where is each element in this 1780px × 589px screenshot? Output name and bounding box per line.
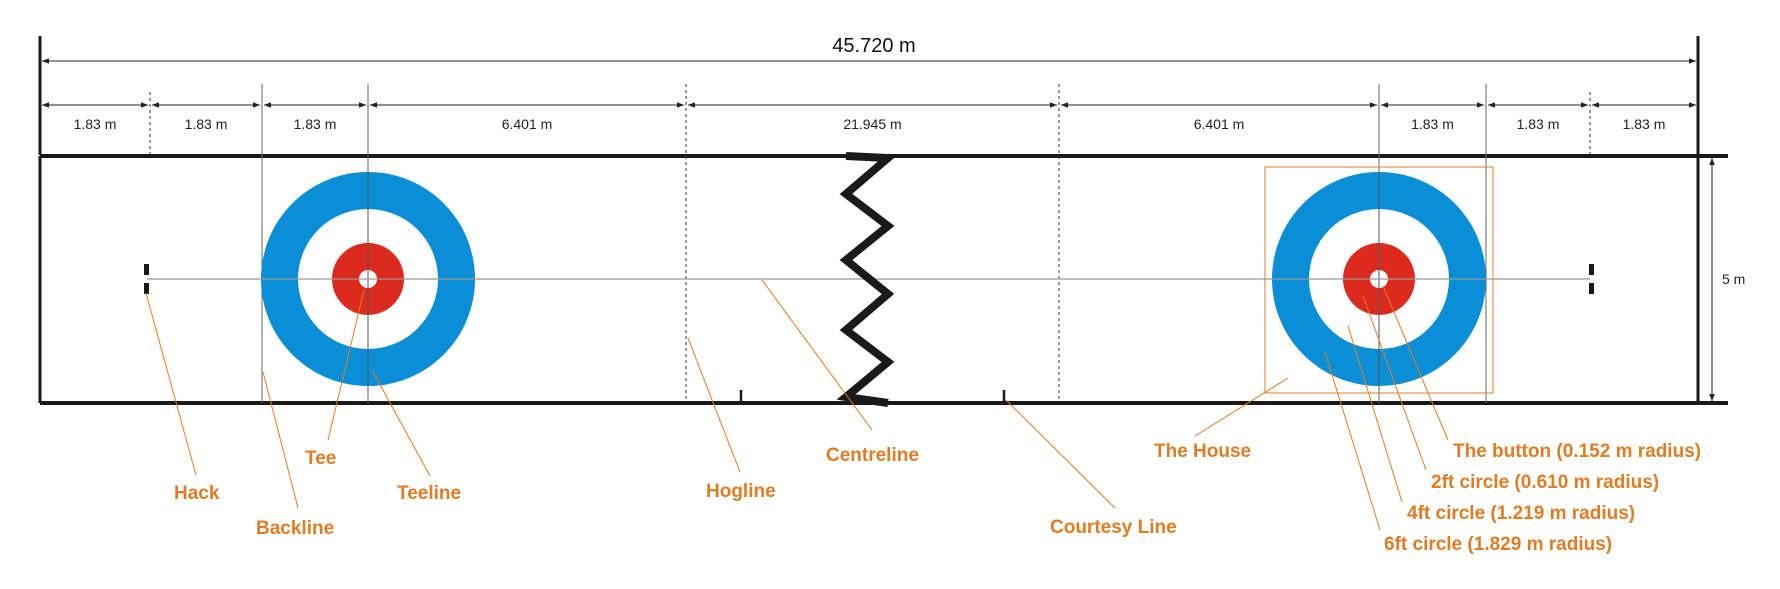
segment-dimension-label: 1.83 m	[1623, 116, 1666, 132]
label-the-house: The House	[1154, 441, 1251, 462]
segment-dimension-label: 1.83 m	[1517, 116, 1560, 132]
segment-dimension-label: 1.83 m	[1411, 116, 1454, 132]
label-tee: Tee	[305, 448, 336, 469]
segment-dimension-label: 21.945 m	[843, 116, 901, 132]
label-centreline: Centreline	[826, 445, 919, 466]
segment-dimension-label: 1.83 m	[294, 116, 337, 132]
label-circle-4ft: 4ft circle (1.219 m radius)	[1407, 503, 1635, 524]
house-box	[1264, 166, 1494, 394]
callout-leaders	[145, 279, 1449, 531]
label-teeline: Teeline	[397, 483, 461, 504]
label-hack: Hack	[174, 483, 220, 504]
label-hogline: Hogline	[706, 481, 776, 502]
label-courtesy-line: Courtesy Line	[1050, 517, 1177, 538]
segment-dimension-label: 6.401 m	[502, 116, 553, 132]
label-backline: Backline	[256, 518, 334, 539]
break-zigzag	[836, 152, 899, 407]
hack-icon	[144, 264, 1594, 294]
segment-dimension-label: 6.401 m	[1194, 116, 1245, 132]
label-circle-6ft: 6ft circle (1.829 m radius)	[1384, 534, 1612, 555]
segment-dimension-label: 1.83 m	[74, 116, 117, 132]
label-button: The button (0.152 m radius)	[1453, 441, 1701, 462]
total-length-label: 45.720 m	[832, 35, 915, 57]
total-length-dimension: 45.720 m	[38, 35, 1700, 155]
label-circle-2ft: 2ft circle (0.610 m radius)	[1431, 472, 1659, 493]
segment-dimension-label: 1.83 m	[185, 116, 228, 132]
width-label: 5 m	[1722, 271, 1745, 287]
width-dimension: 5 m	[1709, 158, 1745, 401]
segment-dimensions: 1.83 m 1.83 m 1.83 m 6.401 m 21.945 m 6.401 m…	[42, 102, 1696, 132]
